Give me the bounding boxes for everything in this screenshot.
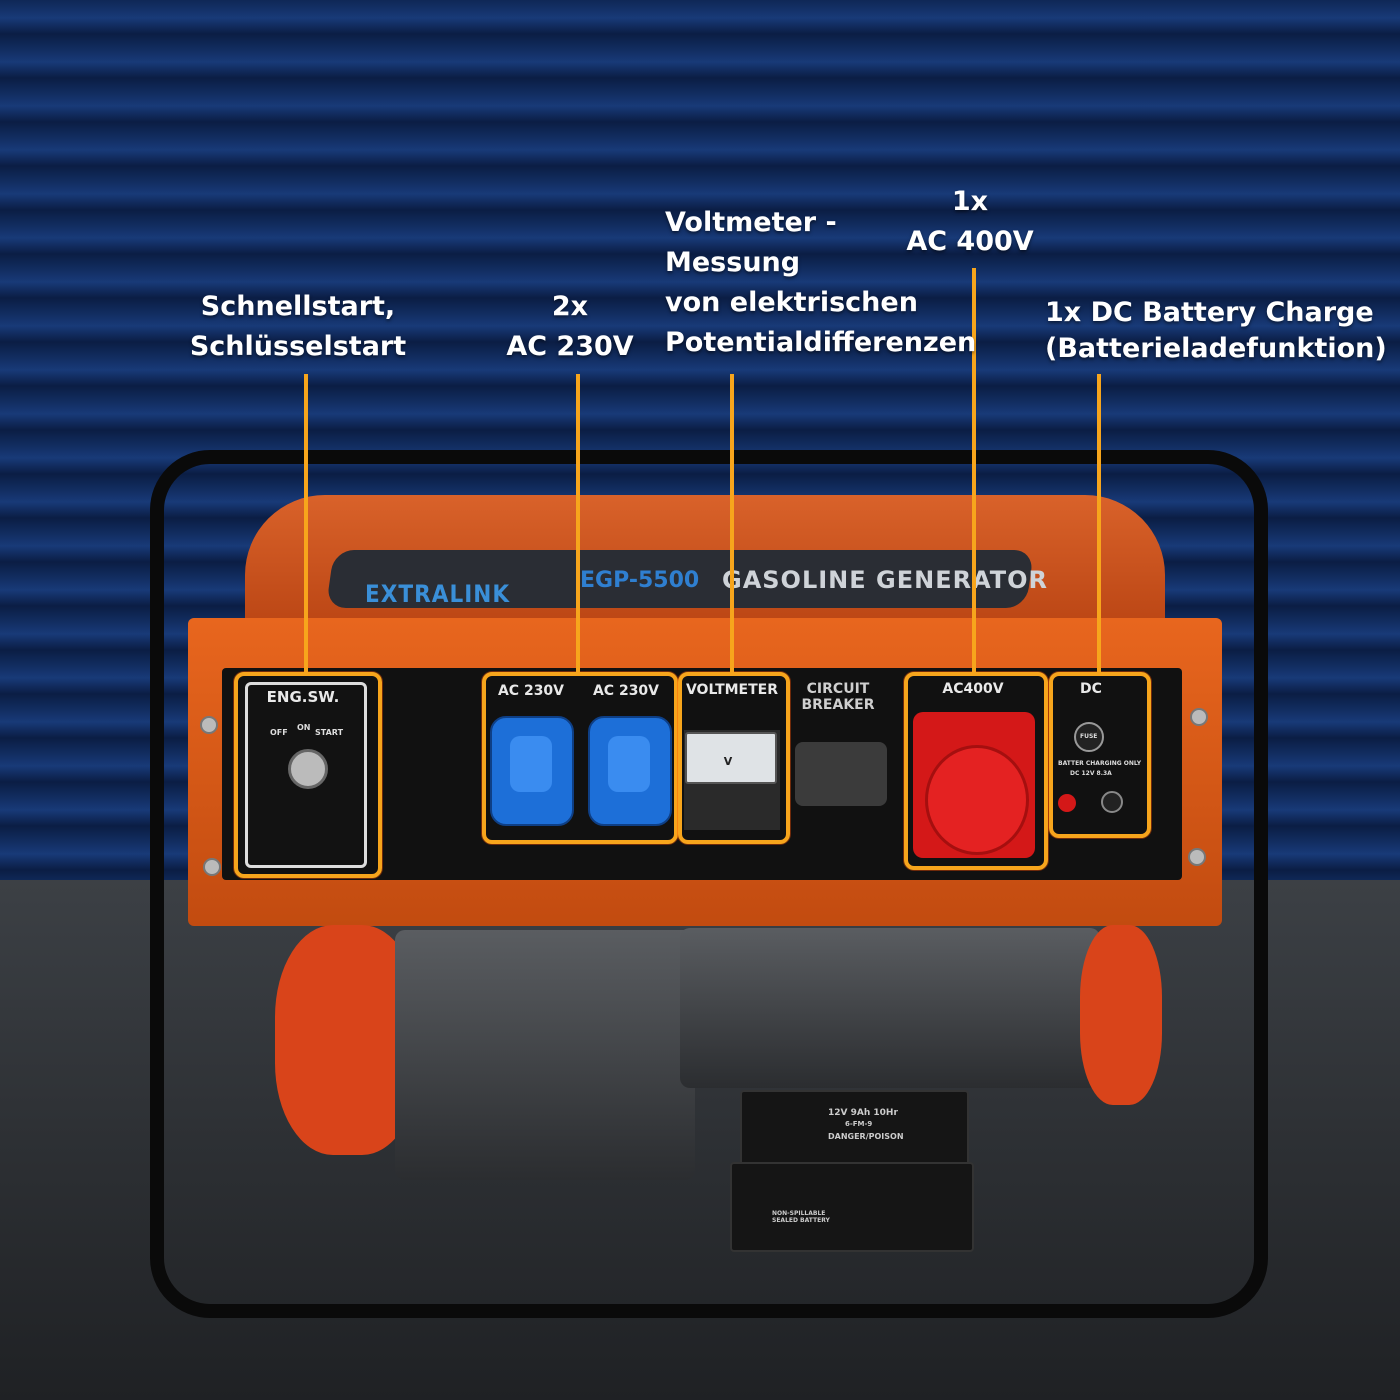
dc-positive-terminal[interactable] (1058, 794, 1076, 812)
model-name: EGP-5500 (580, 568, 700, 593)
ac230-right-label: AC 230V (592, 683, 660, 699)
ac230-left-label: AC 230V (497, 683, 565, 699)
panel-screw (200, 716, 218, 734)
highlight-voltmeter (678, 672, 790, 844)
battery-warning: DANGER/POISON (828, 1132, 904, 1141)
circuit-breaker[interactable] (795, 742, 887, 806)
ac400-socket-cover[interactable] (925, 745, 1029, 855)
callout-key-start: Schnellstart, Schlüsselstart (189, 291, 407, 362)
callout-dc: 1x DC Battery Charge (Batterieladefunkti… (1045, 297, 1387, 364)
leader-ac400 (972, 268, 976, 672)
generator-roll-cage (150, 450, 1268, 1318)
generator-type: GASOLINE GENERATOR (722, 566, 1049, 594)
on-label: ON (297, 723, 311, 732)
highlight-key-start (234, 672, 382, 878)
dc-negative-terminal[interactable] (1101, 791, 1123, 813)
ac400-label: AC400V (942, 681, 1004, 697)
callout-voltmeter: Voltmeter - Messung von elektrischen Pot… (665, 207, 977, 358)
highlight-dc (1049, 672, 1151, 838)
alternator (680, 928, 1100, 1088)
engine-block (395, 930, 695, 1180)
highlight-ac230 (482, 672, 678, 844)
voltmeter-unit: V (723, 755, 733, 768)
battery-model: 6-FM-9 (845, 1120, 873, 1128)
starter-battery (740, 1090, 969, 1169)
leader-dc (1097, 374, 1101, 672)
off-label: OFF (270, 728, 288, 737)
battery-bracket (730, 1162, 974, 1252)
voltmeter-label: VOLTMETER (685, 682, 779, 698)
circuit-breaker-label: CIRCUIT BREAKER (801, 681, 875, 713)
panel-screw (1188, 848, 1206, 866)
voltmeter-dial (685, 732, 777, 784)
leader-voltmeter (730, 374, 734, 672)
brand-logo: EXTRALINK (365, 580, 511, 608)
callout-ac230: 2x AC 230V (506, 291, 634, 362)
fuse-label: FUSE (1080, 733, 1098, 740)
dc-fuse[interactable] (1074, 722, 1104, 752)
highlight-ac400 (904, 672, 1048, 870)
alternator-end-cap (1080, 925, 1162, 1105)
battery-sealed-label: NON-SPILLABLE SEALED BATTERY (772, 1210, 830, 1224)
panel-screw (203, 858, 221, 876)
ac230-socket-right[interactable] (588, 716, 672, 826)
ac230-socket-left[interactable] (490, 716, 574, 826)
battery-charging-label: BATTER CHARGING ONLY (1058, 760, 1142, 767)
start-label: START (315, 728, 344, 737)
dc-label: DC (1080, 681, 1102, 697)
battery-rating: 12V 9Ah 10Hr (828, 1108, 898, 1118)
ignition-key-switch[interactable] (288, 749, 328, 789)
callout-ac400: 1x AC 400V (906, 186, 1034, 257)
leader-ac230 (576, 374, 580, 672)
dc-rating-label: DC 12V 8.3A (1070, 770, 1112, 777)
engine-switch-label: ENG.SW. (266, 688, 340, 706)
leader-key-start (304, 374, 308, 672)
panel-screw (1190, 708, 1208, 726)
